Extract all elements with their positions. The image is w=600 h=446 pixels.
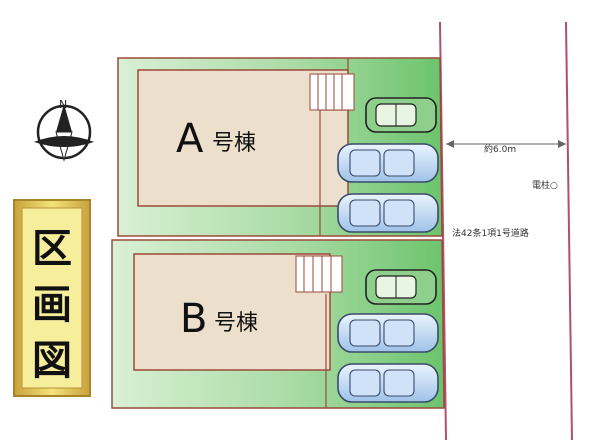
- car-a-1: [337, 143, 439, 183]
- car-b-compact: [365, 269, 437, 305]
- road-width-dimension: [446, 140, 566, 148]
- title-char-3: 図: [32, 337, 72, 384]
- lot-b-label-suffix: 号棟: [214, 311, 258, 336]
- car-b-1: [337, 313, 439, 353]
- road-edge-right: [565, 21, 573, 441]
- lot-b-stairs: [295, 255, 343, 293]
- lot-a-label-suffix: 号棟: [212, 131, 256, 156]
- lot-a-label-letter: A: [176, 116, 204, 162]
- title-char-2: 画: [32, 281, 72, 328]
- title-char-1: 区: [32, 225, 72, 272]
- car-b-2: [337, 363, 439, 403]
- car-a-2: [337, 193, 439, 233]
- utility-pole-label: 電柱○: [532, 179, 558, 191]
- lot-a: A 号棟: [117, 57, 443, 237]
- lot-a-stairs: [309, 73, 355, 111]
- road-classification-label: 法42条1項1号道路: [452, 227, 529, 239]
- car-a-compact: [365, 97, 437, 133]
- title-plaque: 区 画 図: [13, 199, 91, 397]
- lot-b-label-letter: B: [180, 296, 207, 342]
- north-compass-icon: N: [34, 98, 94, 162]
- north-label: N: [59, 98, 67, 111]
- road-width-label: 約6.0m: [484, 143, 516, 155]
